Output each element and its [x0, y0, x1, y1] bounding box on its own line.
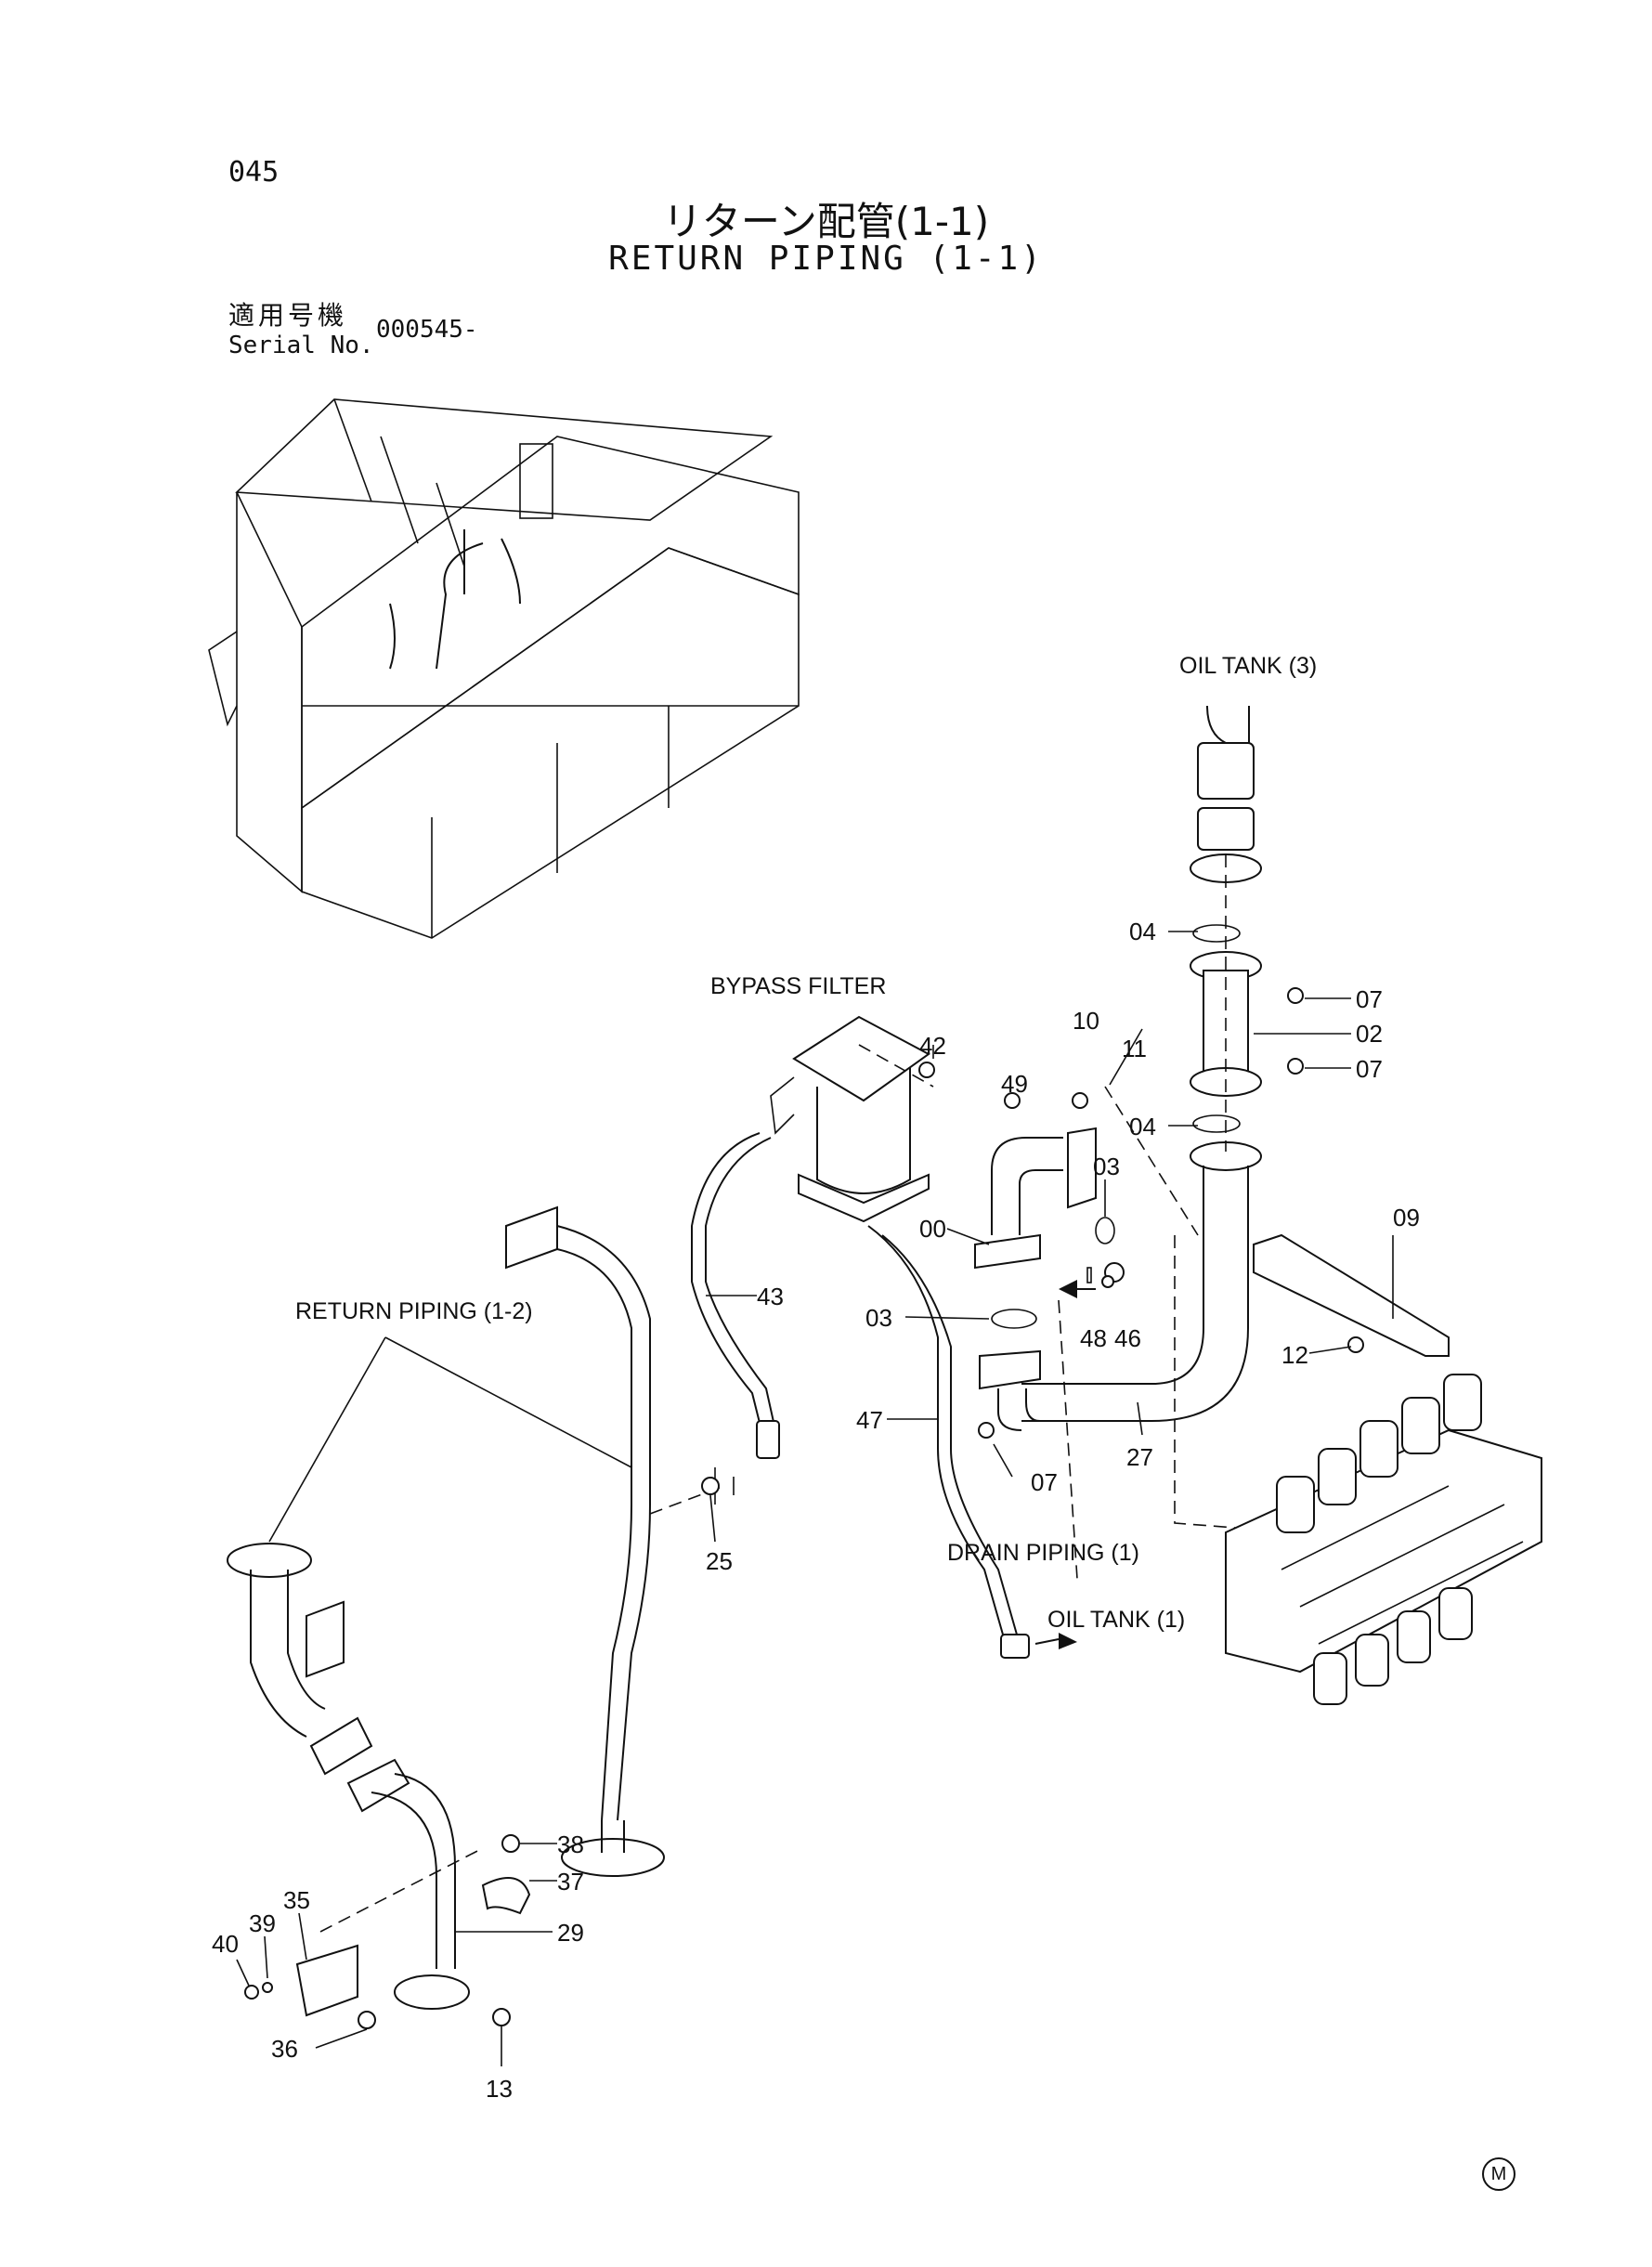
bracket-09 — [1253, 1233, 1450, 1357]
part-label-04: 04 — [1129, 918, 1156, 945]
part-label-46: 46 — [1114, 1324, 1141, 1352]
corner-mark: M — [1482, 2157, 1515, 2191]
hose-43 — [691, 1132, 780, 1505]
part-label-00: 00 — [919, 1215, 946, 1243]
part-label-12: 12 — [1281, 1341, 1308, 1369]
part-label-07: 07 — [1356, 1055, 1383, 1083]
caption-drain-piping-1: DRAIN PIPING (1) — [947, 1540, 1139, 1566]
part-label-37: 37 — [557, 1868, 584, 1896]
part-label-13: 13 — [486, 2075, 513, 2103]
part-label-04: 04 — [1129, 1113, 1156, 1140]
part-label-47: 47 — [856, 1406, 883, 1434]
drain-arrow — [1059, 1280, 1096, 1298]
part-label-36: 36 — [271, 2035, 298, 2063]
part-label-27: 27 — [1126, 1443, 1153, 1471]
part-label-07: 07 — [1356, 985, 1383, 1013]
caption-oil-tank-1: OIL TANK (1) — [1047, 1607, 1185, 1633]
caption-return-piping-1-2: RETURN PIPING (1-2) — [295, 1298, 533, 1324]
page-number: 045 — [228, 156, 280, 189]
part-label-48: 48 — [1080, 1324, 1107, 1352]
part-label-03: 03 — [1093, 1153, 1120, 1180]
page-title-japanese: リターン配管(1-1) — [662, 199, 990, 244]
return-pipe-29 — [227, 1543, 470, 2010]
part-label-35: 35 — [283, 1886, 310, 1914]
part-label-11: 11 — [1122, 1035, 1147, 1062]
caption-oil-tank-3: OIL TANK (3) — [1179, 653, 1317, 679]
part-label-03: 03 — [865, 1304, 892, 1332]
part-label-40: 40 — [212, 1930, 239, 1958]
page-title-english: RETURN PIPING (1-1) — [608, 240, 1044, 278]
fasteners — [244, 987, 1364, 2029]
part-label-38: 38 — [557, 1831, 584, 1858]
bracket-35 — [295, 1944, 358, 2017]
serial-number-value: 000545- — [376, 316, 478, 344]
return-pipe-long — [505, 1205, 665, 1877]
part-label-02: 02 — [1356, 1020, 1383, 1048]
part-label-43: 43 — [757, 1283, 784, 1310]
elbow-pipe-00 — [974, 1127, 1097, 1431]
part-label-39: 39 — [249, 1909, 276, 1937]
part-label-25: 25 — [706, 1547, 733, 1575]
machine-overview-drawing — [208, 398, 800, 939]
serial-label-english: Serial No. — [228, 332, 374, 359]
part-label-09: 09 — [1393, 1204, 1420, 1231]
serial-label-japanese: 適用号機 — [228, 300, 348, 331]
part-label-07: 07 — [1031, 1468, 1058, 1496]
part-label-49: 49 — [1001, 1070, 1028, 1098]
caption-bypass-filter: BYPASS FILTER — [710, 973, 886, 999]
reference-dashes — [319, 1086, 1236, 1933]
oil-tank-pipe-assembly — [1021, 705, 1262, 1422]
control-valve-drawing — [1225, 1374, 1542, 1705]
part-label-29: 29 — [557, 1919, 584, 1947]
bypass-filter-drawing — [770, 1015, 934, 1223]
leader-lines — [236, 931, 1394, 2066]
hose-47 — [867, 1225, 1077, 1659]
part-label-10: 10 — [1073, 1007, 1099, 1035]
part-label-42: 42 — [919, 1032, 946, 1060]
